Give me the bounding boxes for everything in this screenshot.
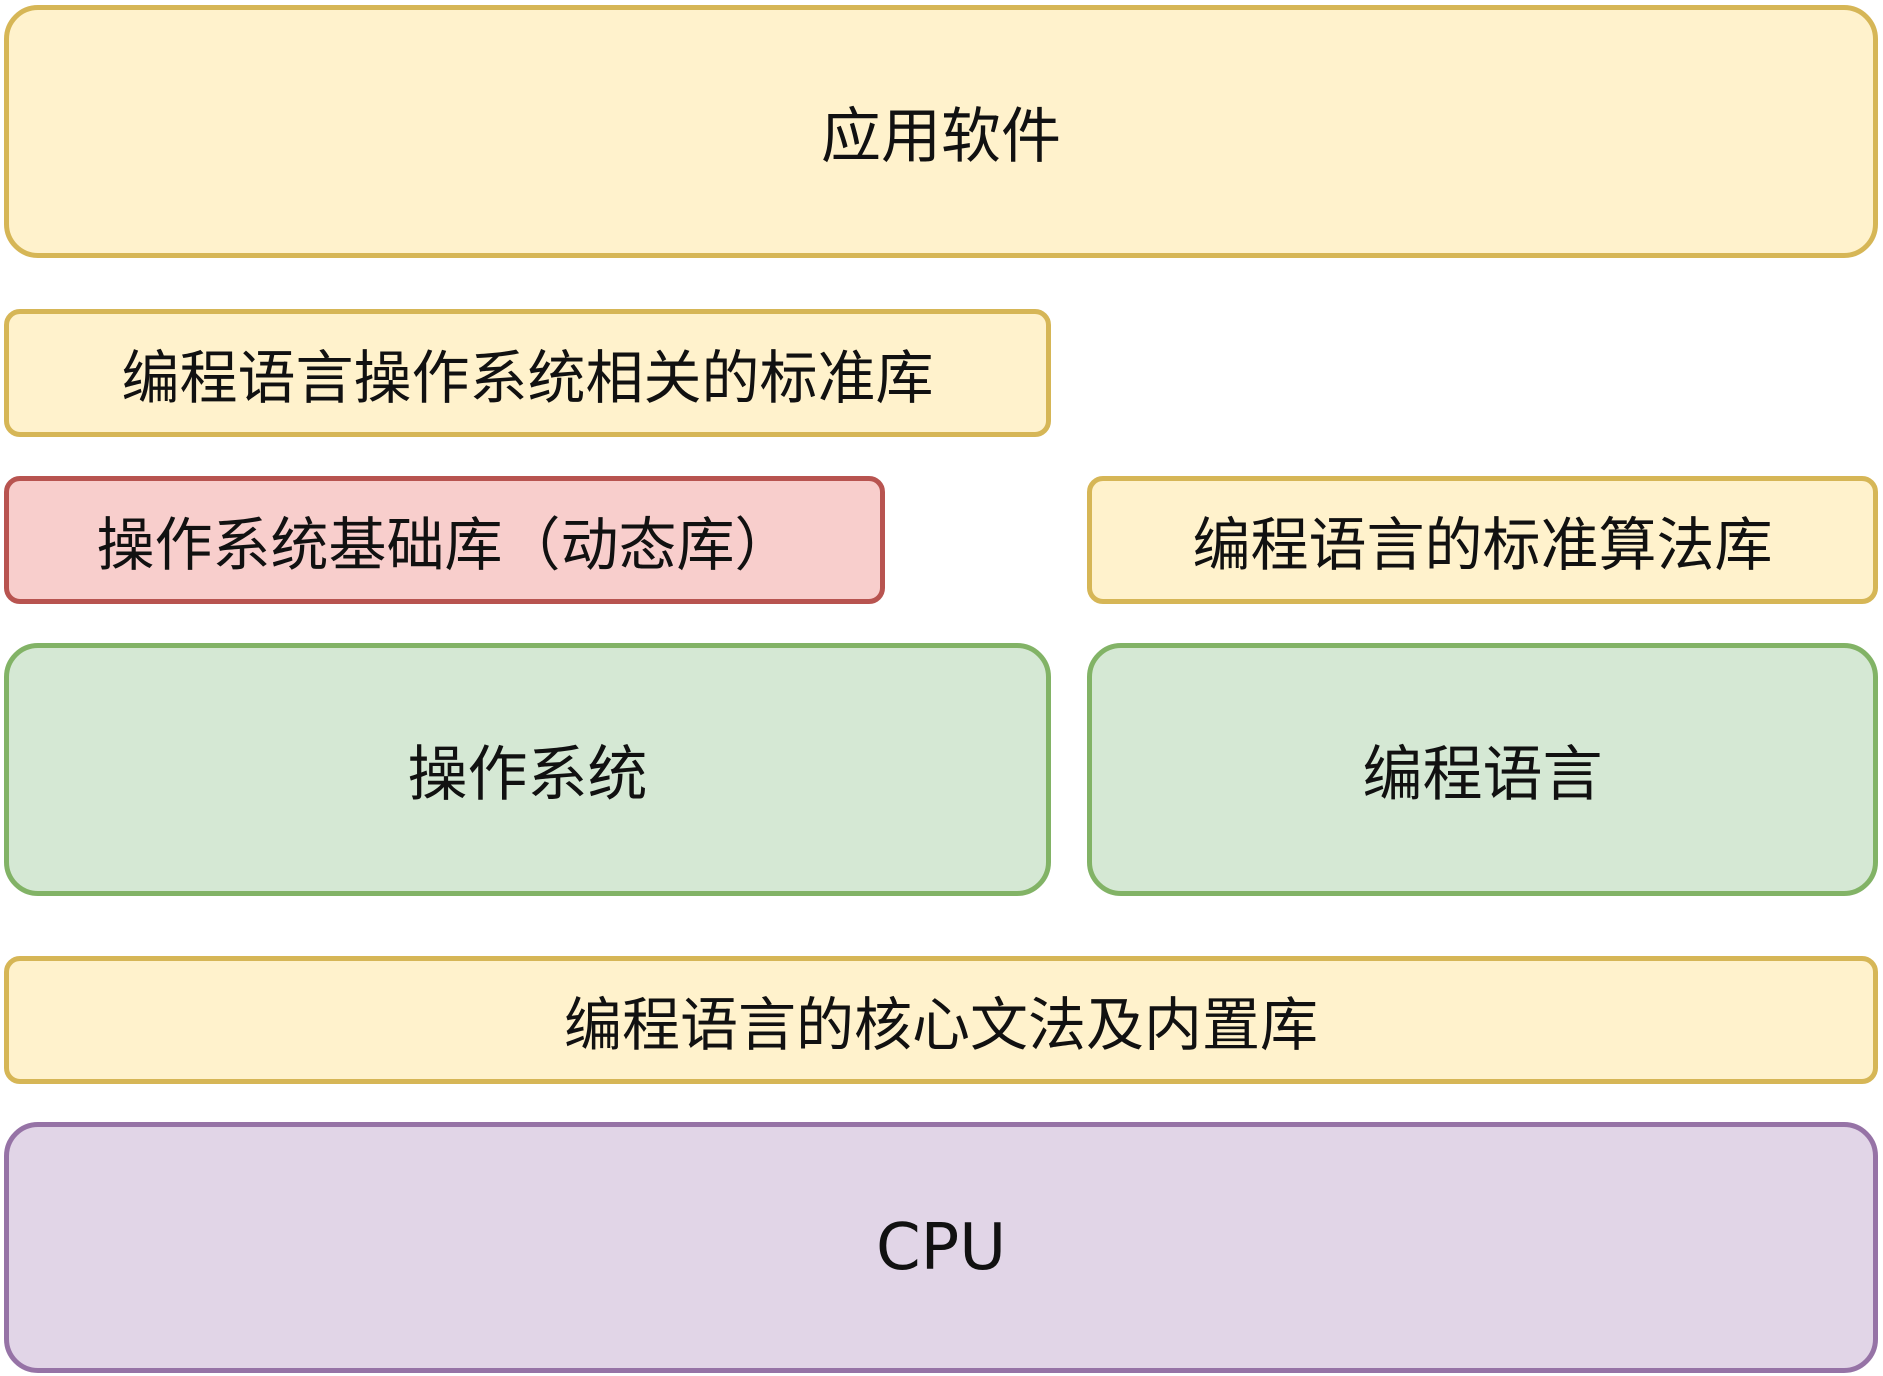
layer-core-grammar-builtin-lib: 编程语言的核心文法及内置库 bbox=[4, 956, 1878, 1084]
layer-label: 编程语言的核心文法及内置库 bbox=[563, 991, 1318, 1059]
layer-cpu: CPU bbox=[4, 1122, 1878, 1373]
layer-label: CPU bbox=[875, 1210, 1007, 1285]
layer-operating-system: 操作系统 bbox=[4, 643, 1051, 896]
layer-label: 编程语言操作系统相关的标准库 bbox=[121, 344, 934, 412]
layer-os-related-std-lib: 编程语言操作系统相关的标准库 bbox=[4, 309, 1051, 437]
layer-label: 应用软件 bbox=[821, 102, 1061, 172]
layer-application-software: 应用软件 bbox=[4, 5, 1878, 258]
layer-os-base-lib: 操作系统基础库（动态库） bbox=[4, 476, 885, 604]
layer-programming-language: 编程语言 bbox=[1087, 643, 1878, 896]
layer-label: 操作系统 bbox=[407, 740, 648, 810]
layer-label: 编程语言的标准算法库 bbox=[1192, 511, 1773, 579]
layer-lang-algorithm-lib: 编程语言的标准算法库 bbox=[1087, 476, 1878, 604]
layer-label: 操作系统基础库（动态库） bbox=[96, 511, 793, 579]
layer-label: 编程语言 bbox=[1362, 740, 1603, 810]
